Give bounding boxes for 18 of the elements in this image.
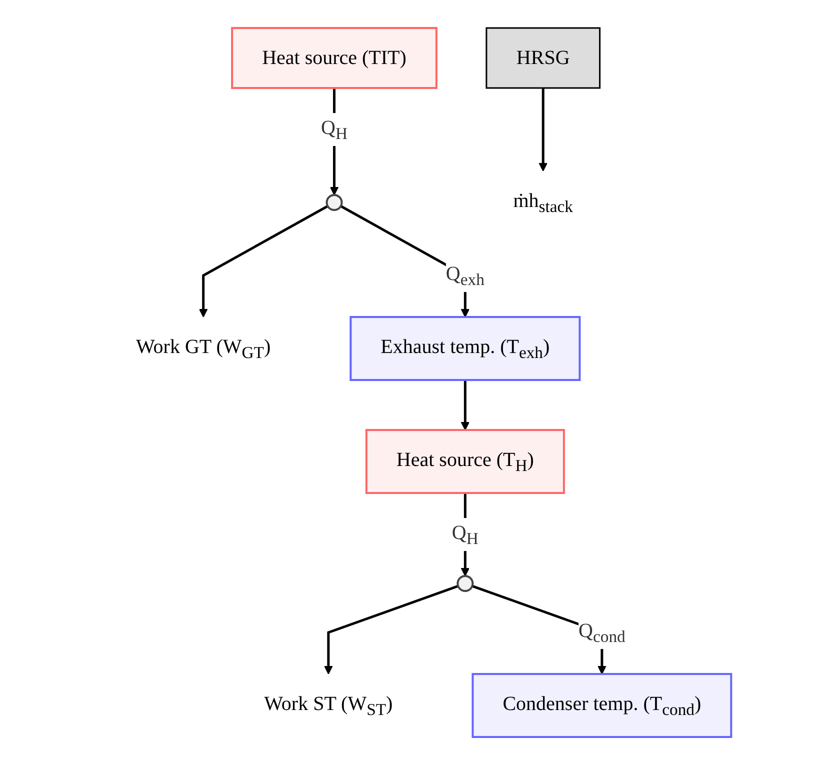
node-box: HRSG — [486, 27, 601, 89]
node-box: Exhaust temp. (T$_{exh}$) — [350, 316, 582, 381]
arrow — [539, 88, 548, 172]
node-text: Work ST (W$_{ST}$) — [264, 692, 394, 719]
node-box: Heat source (TIT) — [231, 27, 438, 89]
node-text: Work GT (W$_{GT}$) — [136, 336, 272, 362]
edge-label: Q$_{exh}$ — [446, 262, 485, 289]
arrow — [461, 380, 470, 430]
edge-label: Q$_{H}$ — [321, 117, 348, 143]
node-text: ṁh$_{stack}$ — [514, 190, 574, 216]
node-box: Condenser temp. (T$_{cond}$) — [472, 672, 733, 738]
arrow — [199, 205, 329, 318]
node-circle — [457, 575, 474, 592]
node-box: Heat source (T$_{H}$) — [366, 429, 566, 494]
node-circle — [326, 194, 344, 211]
arrow — [324, 584, 459, 674]
edge-label: Q$_{H}$ — [452, 522, 479, 548]
edge-label: Q$_{cond}$ — [578, 620, 626, 646]
